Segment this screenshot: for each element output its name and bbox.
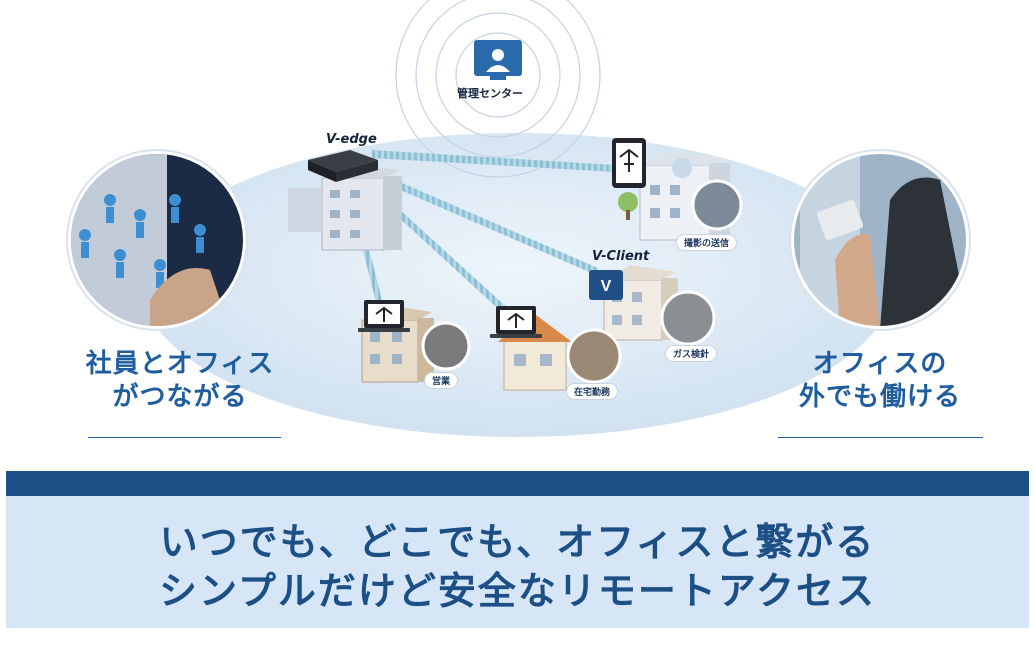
- right-caption-line2: 外でも働ける: [798, 382, 961, 412]
- home-work-thumbnail: [566, 328, 622, 384]
- left-caption-line2: がつながる: [112, 382, 248, 412]
- cable-to-v-client: [368, 170, 598, 274]
- gas-meter-thumbnail: [660, 290, 716, 346]
- banner-headline-line2: シンプルだけど安全なリモートアクセス: [159, 569, 876, 613]
- photo-send-label: 撮影の送信: [676, 234, 738, 251]
- home-work-label: 在宅勤務: [566, 383, 619, 400]
- right-photo-circle: [789, 149, 971, 331]
- svg-text:V: V: [601, 278, 612, 295]
- left-caption: 社員とオフィス がつながる: [67, 348, 293, 414]
- laptop-icon: [358, 300, 410, 332]
- person-at-monitor-icon: [474, 40, 522, 80]
- laptop-icon: [490, 306, 542, 338]
- v-client-badge-icon: V: [589, 270, 623, 300]
- tablet-icon: [612, 138, 646, 188]
- right-caption: オフィスの 外でも働ける: [770, 348, 990, 414]
- sales-thumbnail: [421, 321, 471, 371]
- left-photo-circle: [66, 149, 248, 331]
- sales-label: 営業: [424, 372, 459, 389]
- v-client-label: V-Client: [592, 249, 650, 264]
- left-caption-line1: 社員とオフィス: [85, 349, 275, 379]
- vpn-router-icon: [308, 150, 378, 182]
- gas-meter-label: ガス検針: [665, 345, 718, 362]
- management-center-label: 管理センター: [457, 87, 523, 100]
- banner-headline-line1: いつでも、どこでも、オフィスと繋がる: [159, 520, 876, 564]
- right-caption-underline: [778, 437, 983, 438]
- photo-send-thumbnail: [691, 179, 743, 231]
- banner-body: [6, 496, 1029, 628]
- right-caption-line1: オフィスの: [812, 349, 948, 379]
- v-edge-label: V-edge: [326, 132, 377, 147]
- cable-to-photo-office: [372, 150, 615, 172]
- signal-waves: [395, 0, 601, 178]
- left-caption-underline: [88, 437, 281, 438]
- banner-top-bar: [6, 471, 1029, 496]
